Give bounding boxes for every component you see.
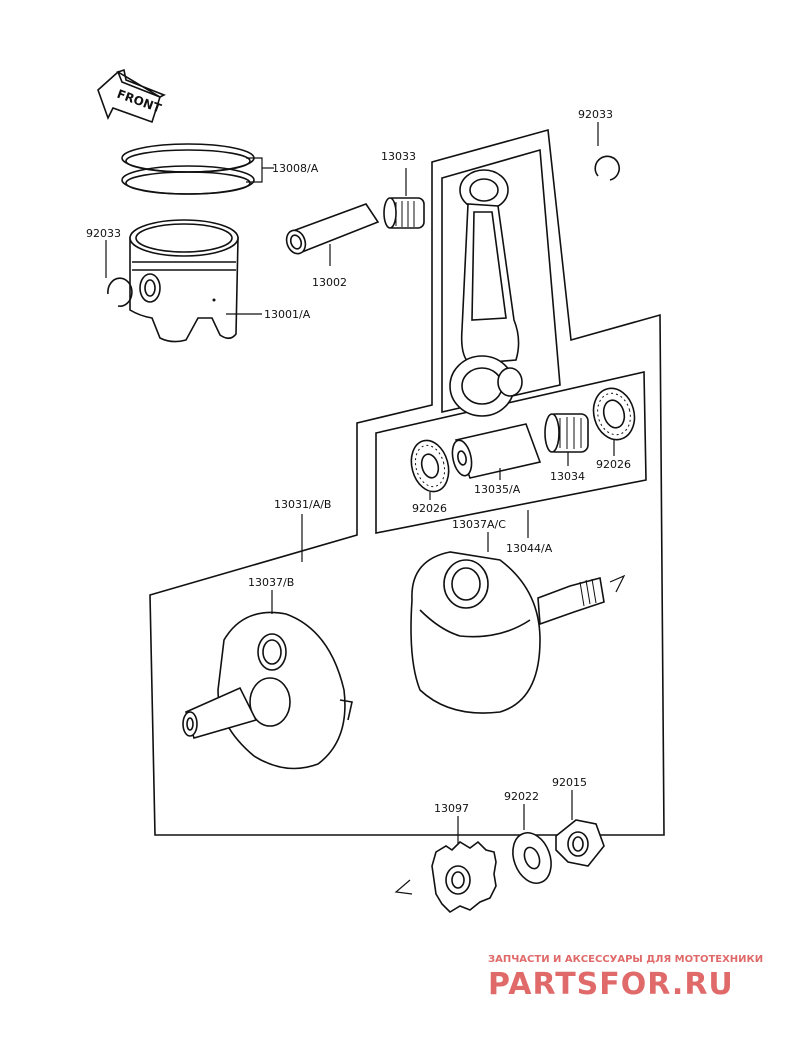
crank-gear	[394, 816, 497, 914]
conrod-inner-box	[441, 148, 561, 414]
label-13001A: 13001/A	[264, 308, 311, 321]
label-13033: 13033	[381, 150, 416, 163]
nut	[555, 790, 605, 867]
watermark-tagline: ЗАПЧАСТИ И АКСЕССУАРЫ ДЛЯ МОТОТЕХНИКИ	[488, 954, 763, 965]
piston	[129, 219, 262, 343]
connecting-rod	[449, 169, 523, 417]
piston-pin	[285, 203, 380, 266]
crank-pin	[451, 423, 542, 480]
label-92026-left: 92026	[412, 502, 447, 515]
circlip-right	[594, 122, 620, 181]
watermark-logo: PARTSFOR.RU	[488, 967, 734, 1002]
crank-half-left	[182, 590, 353, 770]
label-92015: 92015	[552, 776, 587, 789]
washer	[512, 804, 552, 884]
label-13037B: 13037/B	[248, 576, 294, 589]
circlip-left	[105, 240, 133, 307]
watermark: ЗАПЧАСТИ И АКСЕССУАРЫ ДЛЯ МОТОТЕХНИКИ PA…	[488, 954, 763, 1002]
label-13044A: 13044/A	[506, 542, 553, 555]
label-92033-top: 92033	[578, 108, 613, 121]
label-13097: 13097	[434, 802, 469, 815]
label-13035A: 13035/A	[474, 483, 521, 496]
thrust-washer-right	[592, 387, 636, 456]
small-end-bearing	[383, 168, 425, 229]
label-92026-right: 92026	[596, 458, 631, 471]
big-end-bearing	[544, 413, 589, 466]
piston-rings	[121, 143, 274, 195]
label-92033-left: 92033	[86, 227, 121, 240]
label-13002: 13002	[312, 276, 347, 289]
label-13031AB: 13031/A/B	[274, 498, 331, 511]
conrod-kit-box	[375, 371, 647, 534]
label-13034: 13034	[550, 470, 585, 483]
crank-half-right	[410, 532, 626, 714]
front-arrow-icon: FRONT	[97, 68, 166, 124]
label-92022: 92022	[504, 790, 539, 803]
thrust-washer-left	[410, 439, 450, 500]
crankshaft-assembly-box	[149, 128, 665, 836]
label-13008A: 13008/A	[272, 162, 319, 175]
label-13037AC: 13037A/C	[452, 518, 506, 531]
